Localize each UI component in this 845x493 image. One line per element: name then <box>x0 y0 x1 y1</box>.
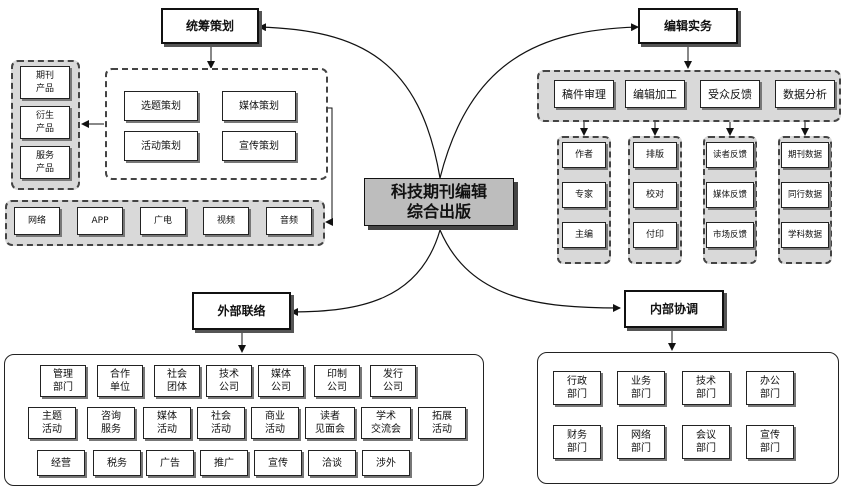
int-network-dept: 网络 部门 <box>617 425 665 459</box>
ext-reader-meeting: 读者 见面会 <box>305 407 355 439</box>
channel-app: APP <box>77 207 123 235</box>
ext-foreign-affairs: 涉外 <box>362 450 410 476</box>
data-discipline: 学科数据 <box>781 222 829 248</box>
ext-print-company: 印制 公司 <box>314 365 360 397</box>
int-publicity-dept: 宣传 部门 <box>746 425 794 459</box>
ext-media-activity: 媒体 活动 <box>143 407 191 439</box>
center-line2: 综合出版 <box>406 202 471 221</box>
data-journal: 期刊数据 <box>781 142 829 168</box>
editing-header: 编辑实务 <box>638 8 738 44</box>
processing-printing: 付印 <box>633 222 677 248</box>
planning-item-topic: 选题策划 <box>124 91 198 121</box>
review-expert: 专家 <box>562 182 606 208</box>
internal-header: 内部协调 <box>624 290 724 328</box>
product-journal: 期刊 产品 <box>20 66 70 99</box>
arm-to-internal <box>439 229 621 312</box>
review-chief-editor: 主编 <box>562 222 606 248</box>
ext-promotion: 推广 <box>200 450 248 476</box>
int-business-dept: 业务 部门 <box>617 371 665 405</box>
feedback-reader: 读者反馈 <box>706 142 754 168</box>
ext-media-company: 媒体 公司 <box>258 365 304 397</box>
ext-tax: 税务 <box>93 450 141 476</box>
editing-col-data: 数据分析 <box>775 80 835 108</box>
planning-item-promotion: 宣传策划 <box>222 131 296 161</box>
planning-header: 统筹策划 <box>161 8 259 44</box>
ext-academic-exchange: 学术 交流会 <box>361 407 411 439</box>
ext-social-group: 社会 团体 <box>154 365 200 397</box>
editing-col-feedback: 受众反馈 <box>700 80 760 108</box>
arm-to-planning <box>258 23 441 179</box>
planning-item-activity: 活动策划 <box>124 131 198 161</box>
int-finance-dept: 财务 部门 <box>553 425 601 459</box>
editing-col-processing: 编辑加工 <box>625 80 685 108</box>
external-header: 外部联络 <box>192 292 291 330</box>
ext-operation: 经营 <box>37 450 85 476</box>
ext-business-activity: 商业 活动 <box>251 407 299 439</box>
channel-audio: 音频 <box>266 207 312 235</box>
int-admin-dept: 行政 部门 <box>553 371 601 405</box>
int-office-dept: 办公 部门 <box>746 371 794 405</box>
ext-tech-company: 技术 公司 <box>206 365 252 397</box>
channel-broadcast: 广电 <box>140 207 186 235</box>
data-peer: 同行数据 <box>781 182 829 208</box>
ext-expansion-activity: 拓展 活动 <box>418 407 466 439</box>
ext-advertising: 广告 <box>146 450 194 476</box>
review-author: 作者 <box>562 142 606 168</box>
channel-video: 视频 <box>203 207 249 235</box>
processing-proofreading: 校对 <box>633 182 677 208</box>
product-derived: 衍生 产品 <box>20 106 70 139</box>
ext-management-dept: 管理 部门 <box>40 365 86 397</box>
arm-to-editing <box>439 23 639 179</box>
arm-to-external <box>290 229 441 316</box>
ext-consulting-service: 咨询 服务 <box>87 407 135 439</box>
feedback-media: 媒体反馈 <box>706 182 754 208</box>
center-line1: 科技期刊编辑 <box>390 182 487 201</box>
planning-item-media: 媒体策划 <box>222 91 296 121</box>
ext-negotiation: 洽谈 <box>308 450 356 476</box>
feedback-market: 市场反馈 <box>706 222 754 248</box>
center-node: 科技期刊编辑综合出版 <box>364 178 514 226</box>
channel-network: 网络 <box>14 207 60 235</box>
int-meeting-dept: 会议 部门 <box>682 425 730 459</box>
ext-social-activity: 社会 活动 <box>197 407 245 439</box>
ext-distribution-company: 发行 公司 <box>370 365 416 397</box>
editing-col-review: 稿件审理 <box>554 80 614 108</box>
ext-partner-unit: 合作 单位 <box>97 365 143 397</box>
planning-items-group <box>105 68 328 180</box>
product-service: 服务 产品 <box>20 146 70 179</box>
ext-publicity: 宣传 <box>254 450 302 476</box>
ext-theme-activity: 主题 活动 <box>28 407 76 439</box>
int-tech-dept: 技术 部门 <box>682 371 730 405</box>
processing-typesetting: 排版 <box>633 142 677 168</box>
